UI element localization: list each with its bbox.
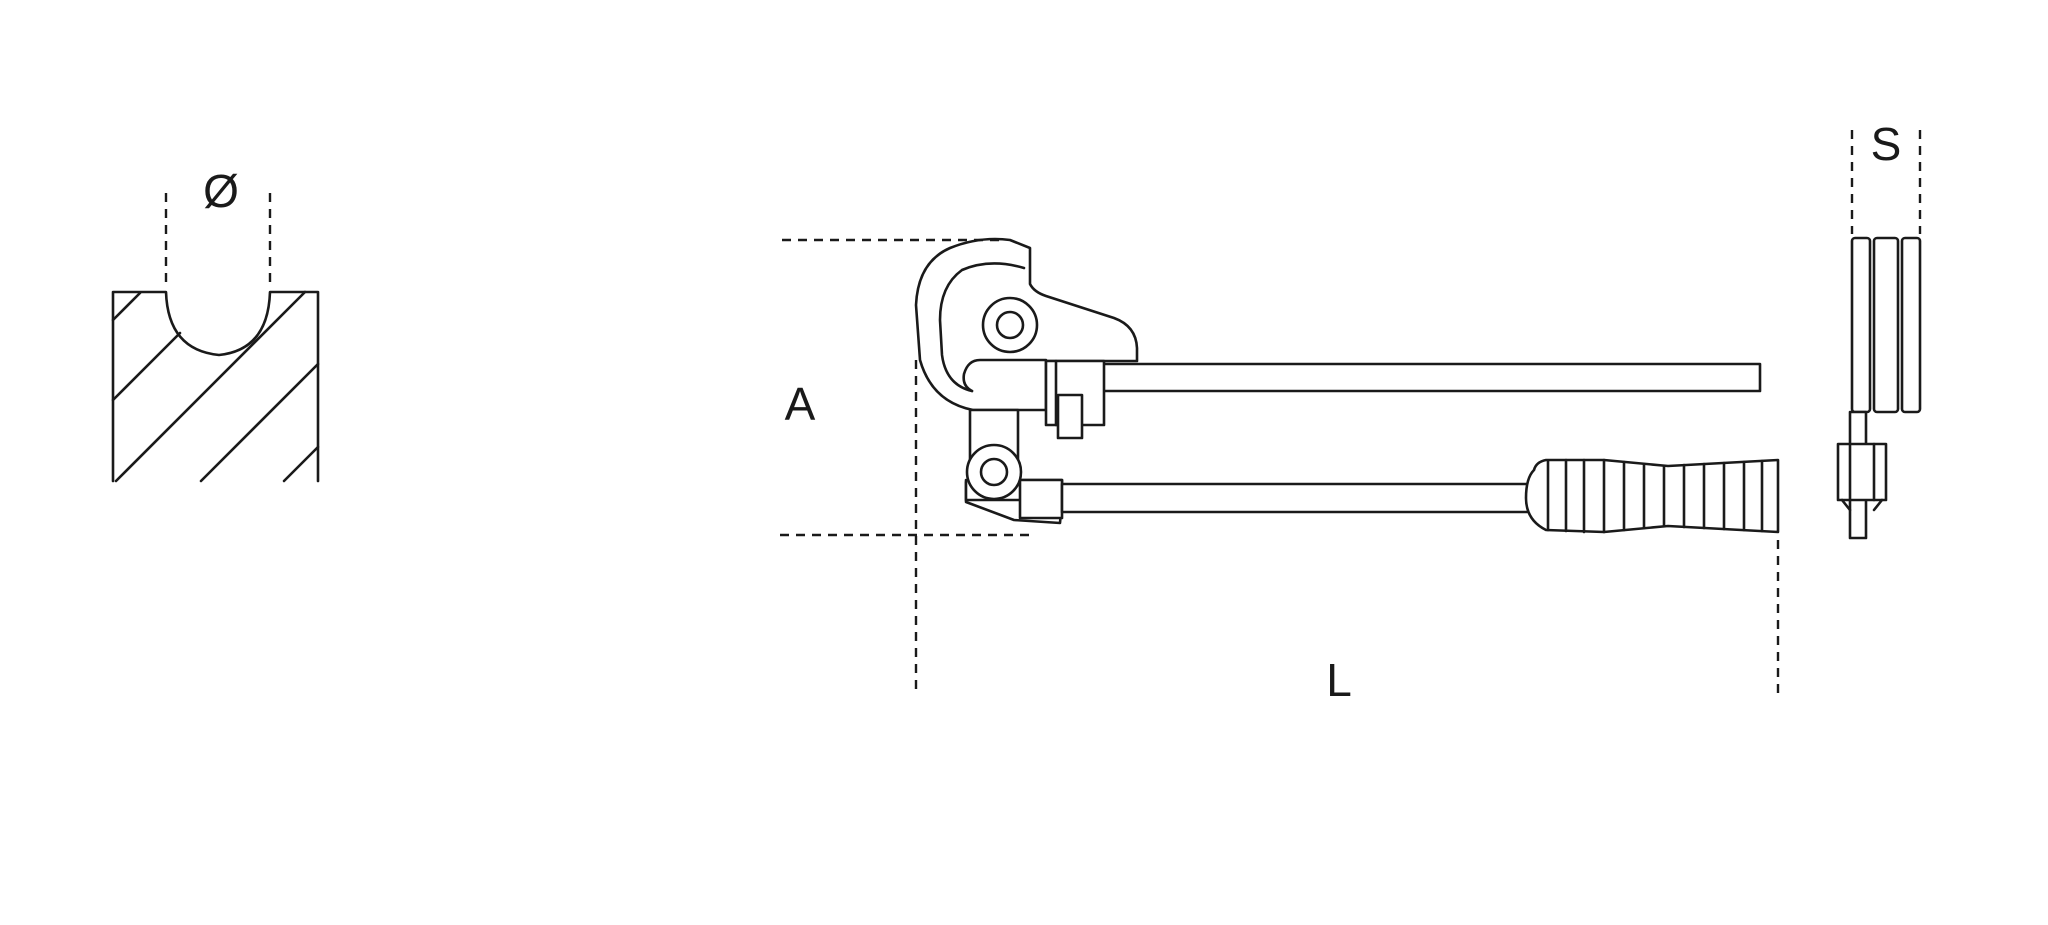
front-plate-left (1850, 236, 1872, 414)
front-plate-middle (1872, 236, 1900, 414)
front-plate-right (1900, 236, 1922, 414)
width-label: S (1871, 118, 1902, 170)
bender-front-view: S (1836, 118, 1922, 540)
groove-cross-section: Ø (111, 165, 320, 483)
hatch-line (111, 331, 182, 402)
hatch-line (282, 445, 320, 483)
die-inner-groove-lower (962, 358, 1048, 393)
lower-pivot-inner (979, 457, 1009, 487)
upper-lever-bar (1044, 362, 1762, 393)
lower-arm-bar (1060, 482, 1536, 514)
length-label: L (1326, 654, 1352, 706)
upper-pivot-inner (995, 310, 1025, 340)
section-outline (111, 290, 320, 483)
hatch-line (199, 362, 320, 483)
bender-side-view: A L (780, 237, 1780, 706)
lower-arm-collar (1018, 478, 1064, 520)
front-clamp-foot (1840, 498, 1884, 512)
diameter-label: Ø (203, 165, 239, 217)
height-label: A (785, 378, 816, 430)
front-clamp (1836, 442, 1888, 502)
hatch-line (111, 291, 142, 322)
die-inner-groove (938, 262, 1026, 393)
hatch-line (114, 290, 307, 483)
clamp-bolt (1056, 393, 1084, 440)
handle-grip (1524, 458, 1780, 534)
handle-ridges (1546, 458, 1764, 534)
